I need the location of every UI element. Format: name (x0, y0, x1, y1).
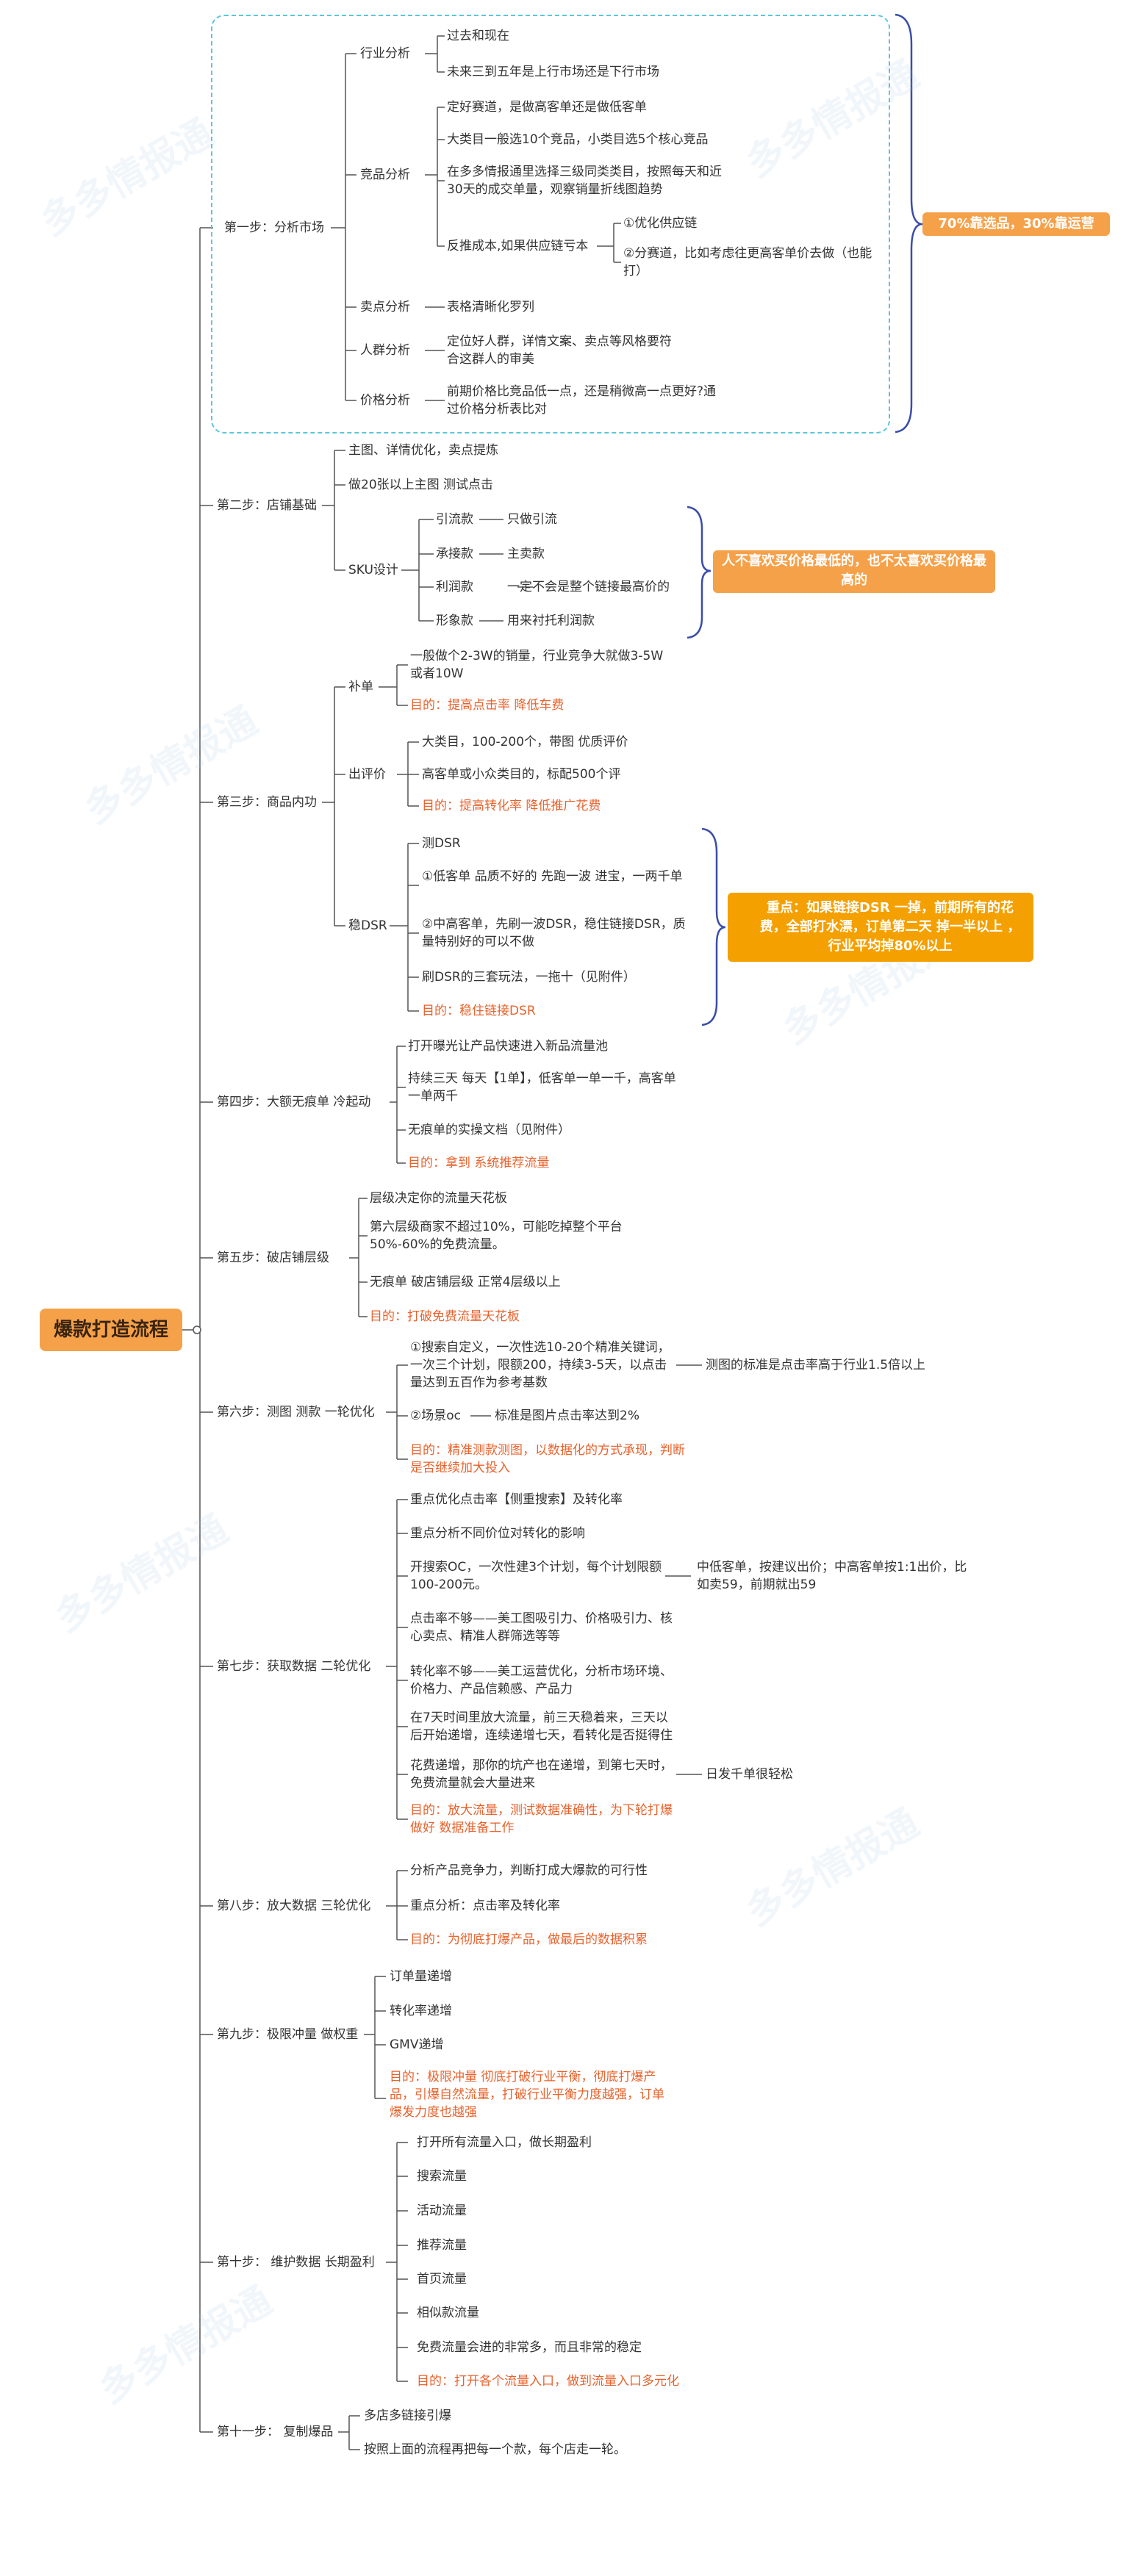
callout-selection[interactable]: 70%靠选品，30%靠运营 (922, 212, 1110, 236)
s2-sku-r4[interactable]: 形象款 (436, 614, 473, 628)
s8-b[interactable]: 重点分析：点击率及转化率 (410, 1899, 560, 1913)
s9-c[interactable]: GMV递增 (390, 2037, 444, 2052)
s3-dsr-e[interactable]: 目的：稳住链接DSR (422, 1004, 536, 1018)
s3-dsr-b[interactable]: ①低客单 品质不好的 先跑一波 进宝，一两千单 (422, 869, 683, 884)
s11-a[interactable]: 多店多链接引爆 (364, 2408, 451, 2423)
s6-a[interactable]: ①搜索自定义，一次性选10-20个精准关键词，一次三个计划，限额200，持续3-… (410, 1340, 670, 1390)
s7-h[interactable]: 目的：放大流量，测试数据准确性，为下轮打爆做好 数据准备工作 (410, 1803, 673, 1835)
step1-dashed-frame (211, 15, 890, 433)
s1-jg-a[interactable]: 前期价格比竞品低一点，还是稍微高一点更好?通过价格分析表比对 (447, 384, 717, 417)
s2-sku-r4v[interactable]: 用来衬托利润款 (507, 614, 595, 628)
s8-c[interactable]: 目的：为彻底打爆产品，做最后的数据积累 (410, 1932, 648, 1947)
s2-sku-r3[interactable]: 利润款 (436, 580, 473, 594)
s6-b1[interactable]: 标准是图片点击率达到2% (495, 1408, 639, 1423)
s2-sku-r3v[interactable]: 一定不会是整个链接最高价的 (507, 580, 670, 594)
s1-hy-a[interactable]: 过去和现在 (447, 29, 509, 43)
s1-jp-d2[interactable]: ②分赛道，比如考虑往更高客单价去做（也能打） (623, 246, 872, 278)
s3-cpj-label[interactable]: 出评价 (348, 767, 386, 782)
s3-dsr-d[interactable]: 刷DSR的三套玩法，一拖十（见附件） (422, 970, 636, 985)
step4-label[interactable]: 第四步：大额无痕单 冷起动 (217, 1095, 371, 1109)
s11-b[interactable]: 按照上面的流程再把每一个款，每个店走一轮。 (364, 2442, 626, 2457)
s7-b[interactable]: 重点分析不同价位对转化的影响 (410, 1526, 585, 1541)
s1-rq-a[interactable]: 定位好人群，详情文案、卖点等风格要符合这群人的审美 (447, 334, 672, 367)
s10-d[interactable]: 推荐流量 (417, 2238, 467, 2253)
s10-f[interactable]: 相似款流量 (417, 2306, 479, 2320)
s2-a[interactable]: 主图、详情优化，卖点提炼 (348, 443, 498, 458)
step5-label[interactable]: 第五步：破店铺层级 (217, 1251, 329, 1265)
s1-rq-label[interactable]: 人群分析 (360, 343, 410, 358)
s2-sku-r1v[interactable]: 只做引流 (507, 512, 557, 527)
step3-label[interactable]: 第三步：商品内功 (217, 795, 317, 810)
s1-jp-d[interactable]: 反推成本,如果供应链亏本 (447, 239, 589, 253)
s9-a[interactable]: 订单量递增 (390, 1969, 452, 1984)
s5-d[interactable]: 目的：打破免费流量天花板 (370, 1309, 520, 1324)
s3-bd-b[interactable]: 目的：提高点击率 降低车费 (410, 698, 564, 713)
s2-b[interactable]: 做20张以上主图 测试点击 (348, 478, 494, 492)
callout-dsr[interactable]: 重点：如果链接DSR 一掉，前期所有的花费，全部打水漂，订单第二天 掉一半以上 … (728, 893, 1033, 962)
s7-d[interactable]: 点击率不够——美工图吸引力、价格吸引力、核心卖点、精准人群筛选等等 (410, 1611, 673, 1644)
s1-hy-label[interactable]: 行业分析 (360, 46, 410, 61)
s4-b[interactable]: 持续三天 每天【1单】，低客单一单一千，高客单一单两千 (408, 1071, 676, 1104)
s10-g[interactable]: 免费流量会进的非常多，而且非常的稳定 (417, 2340, 642, 2355)
s6-c[interactable]: 目的：精准测款测图，以数据化的方式承现，判断是否继续加大投入 (410, 1443, 685, 1475)
root-node[interactable]: 爆款打造流程 (40, 1309, 182, 1351)
step2-label[interactable]: 第二步：店铺基础 (217, 498, 317, 513)
step7-label[interactable]: 第七步：获取数据 二轮优化 (217, 1659, 371, 1674)
s2-sku-label[interactable]: SKU设计 (348, 563, 398, 578)
s9-d[interactable]: 目的：极限冲量 彻底打破行业平衡，彻底打爆产品，引爆自然流量，打破行业平衡力度越… (390, 2070, 664, 2120)
step9-label[interactable]: 第九步：极限冲量 做权重 (217, 2027, 359, 2042)
s2-sku-r2v[interactable]: 主卖款 (507, 547, 545, 561)
s1-jg-label[interactable]: 价格分析 (360, 393, 410, 408)
s1-hy-b[interactable]: 未来三到五年是上行市场还是下行市场 (447, 65, 659, 79)
s1-md-a[interactable]: 表格清晰化罗列 (447, 300, 534, 314)
s3-cpj-b[interactable]: 高客单或小众类目的，标配500个评 (422, 767, 621, 782)
s5-a[interactable]: 层级决定你的流量天花板 (370, 1191, 507, 1206)
step8-label[interactable]: 第八步：放大数据 三轮优化 (217, 1899, 371, 1913)
s7-e[interactable]: 转化率不够——美工运营优化，分析市场环境、价格力、产品信赖感、产品力 (410, 1664, 673, 1697)
s3-dsr-label[interactable]: 稳DSR (348, 918, 387, 933)
s7-c1[interactable]: 中低客单，按建议出价；中高客单按1:1出价，比如卖59，前期就出59 (697, 1560, 967, 1592)
s8-a[interactable]: 分析产品竞争力，判断打成大爆款的可行性 (410, 1863, 648, 1878)
s9-b[interactable]: 转化率递增 (390, 2004, 452, 2018)
s2-sku-r1[interactable]: 引流款 (436, 512, 473, 527)
s4-c[interactable]: 无痕单的实操文档（见附件） (408, 1123, 570, 1137)
s1-jp-label[interactable]: 竞品分析 (360, 168, 410, 182)
s7-g1[interactable]: 日发千单很轻松 (706, 1767, 793, 1782)
step6-label[interactable]: 第六步：测图 测款 一轮优化 (217, 1405, 375, 1420)
step1-label[interactable]: 第一步：分析市场 (224, 220, 324, 235)
step10-label[interactable]: 第十步： 维护数据 长期盈利 (217, 2255, 375, 2270)
s6-a1[interactable]: 测图的标准是点击率高于行业1.5倍以上 (706, 1358, 926, 1372)
s10-a[interactable]: 打开所有流量入口，做长期盈利 (417, 2135, 592, 2150)
s3-cpj-a[interactable]: 大类目，100-200个，带图 优质评价 (422, 735, 628, 749)
s3-bd-label[interactable]: 补单 (348, 680, 373, 694)
s5-c[interactable]: 无痕单 破店铺层级 正常4层级以上 (370, 1275, 561, 1289)
callout-price[interactable]: 人不喜欢买价格最低的，也不太喜欢买价格最高的 (713, 550, 995, 593)
s1-jp-a[interactable]: 定好赛道，是做高客单还是做低客单 (447, 100, 647, 115)
s3-cpj-c[interactable]: 目的：提高转化率 降低推广花费 (422, 799, 601, 813)
s10-e[interactable]: 首页流量 (417, 2272, 467, 2287)
s3-dsr-a[interactable]: 测DSR (422, 836, 461, 851)
s5-b[interactable]: 第六层级商家不超过10%，可能吃掉整个平台50%-60%的免费流量。 (370, 1220, 623, 1252)
s1-jp-b[interactable]: 大类目一般选10个竞品，小类目选5个核心竞品 (447, 132, 709, 147)
s3-bd-a[interactable]: 一般做个2-3W的销量，行业竞争大就做3-5W或者10W (410, 649, 664, 681)
s7-f[interactable]: 在7天时间里放大流量，前三天稳着来，三天以后开始递增，连续递增七天，看转化是否挺… (410, 1710, 673, 1743)
s7-g[interactable]: 花费递增，那你的坑产也在递增，到第七天时，免费流量就会大量进来 (410, 1758, 673, 1791)
s10-b[interactable]: 搜索流量 (417, 2169, 467, 2184)
step11-label[interactable]: 第十一步： 复制爆品 (217, 2425, 334, 2439)
s3-dsr-c[interactable]: ②中高客单，先刷一波DSR，稳住链接DSR，质量特别好的可以不做 (422, 917, 686, 949)
s10-h[interactable]: 目的：打开各个流量入口，做到流量入口多元化 (417, 2374, 679, 2389)
s7-c[interactable]: 开搜索OC，一次性建3个计划，每个计划限额100-200元。 (410, 1560, 662, 1592)
s6-b[interactable]: ②场景oc (410, 1408, 461, 1423)
s7-a[interactable]: 重点优化点击率【侧重搜索】及转化率 (410, 1492, 623, 1507)
s4-d[interactable]: 目的：拿到 系统推荐流量 (408, 1156, 550, 1170)
s1-jp-d1[interactable]: ①优化供应链 (623, 216, 698, 231)
s4-a[interactable]: 打开曝光让产品快速进入新品流量池 (408, 1039, 608, 1054)
s10-c[interactable]: 活动流量 (417, 2203, 467, 2218)
s1-jp-c[interactable]: 在多多情报通里选择三级同类类目，按照每天和近30天的成交单量，观察销量折线图趋势 (447, 165, 722, 197)
s2-sku-r2[interactable]: 承接款 (436, 547, 473, 561)
s1-md-label[interactable]: 卖点分析 (360, 300, 410, 314)
